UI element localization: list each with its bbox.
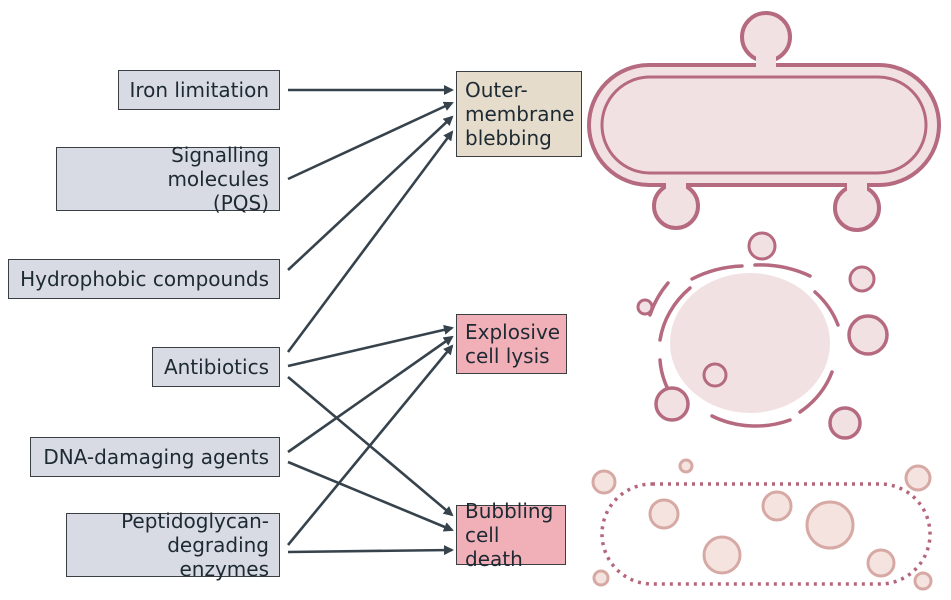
lysis-vesicle [828,406,862,440]
lysis-vesicle [702,362,728,388]
lysis-vesicle [747,231,777,261]
bubble [702,535,742,575]
cell-inner-membrane [600,75,928,175]
bubble [904,464,932,492]
arrow-hydro-to-omb [287,115,454,271]
bubble [678,458,694,474]
bubble [591,469,617,495]
bubble [592,569,610,587]
lysis-vesicle [654,386,690,422]
cause-hydrophobic-compounds: Hydrophobic compounds [8,259,280,299]
blebbing-cell-illustration [587,11,941,232]
bubble [866,548,896,578]
arrow-dna-to-ecl [287,335,454,454]
bubble [913,571,933,591]
cause-antibiotics: Antibiotics [152,347,280,387]
lysis-vesicle [636,298,654,316]
arrow-abx-to-bcd [287,376,454,517]
arrow-dna-to-bcd [287,460,454,532]
arrow-abx-to-ecl [287,324,454,368]
cause-iron-limitation: Iron limitation [118,70,280,110]
bleb-vesicle-bottom-right [833,184,881,232]
outcome-explosive-cell-lysis: Explosive cell lysis [456,314,567,374]
ghost-cell-outline [600,482,932,586]
bubble [648,498,680,530]
arrow-abx-to-omb [286,130,454,353]
arrow-pqs-to-omb [287,101,454,181]
lysing-cytoplasm [670,273,830,413]
arrow-pg-to-bcd [287,545,454,556]
bubble [805,500,855,550]
outcome-outer-membrane-blebbing: Outer- membrane blebbing [456,71,582,157]
bubble [761,490,793,522]
bubbling-death-illustration [591,458,933,591]
lysis-vesicle [848,265,876,293]
cause-dna-damaging-agents: DNA-damaging agents [30,437,280,477]
cause-peptidoglycan-enzymes: Peptidoglycan- degrading enzymes [66,509,280,581]
cause-signalling-molecules: Signalling molecules (PQS) [56,143,280,215]
lysis-vesicle [847,314,889,356]
explosive-lysis-illustration [636,231,889,440]
bleb-vesicle-top [740,11,792,63]
